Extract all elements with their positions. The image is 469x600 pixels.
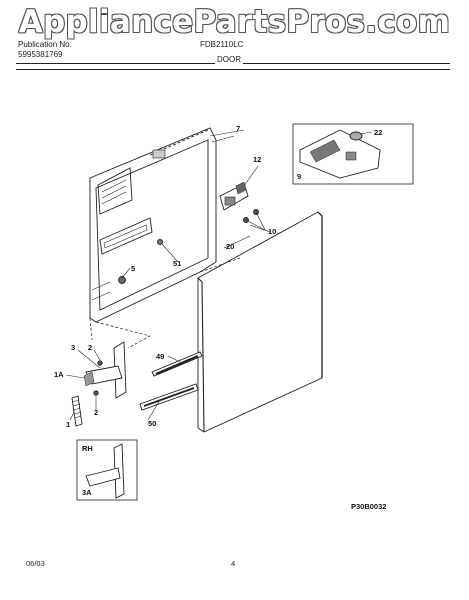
publication-label: Publication No.	[18, 40, 72, 49]
callout-label: 49	[156, 352, 164, 361]
callout-label: 20	[226, 242, 234, 251]
callout-label: 12	[253, 155, 261, 164]
callout-label: 50	[148, 419, 156, 428]
callout-label: 1A	[54, 370, 64, 379]
callout-label: 22	[374, 128, 382, 137]
callout-label: 7	[236, 124, 240, 133]
page-number: 4	[231, 559, 235, 568]
inset-box-dispenser	[292, 123, 414, 185]
callout-label: 3A	[82, 488, 92, 497]
publication-number: 5995381769	[18, 50, 63, 59]
inner-door-panel	[89, 127, 245, 323]
section-title: DOOR	[215, 55, 243, 64]
figure-code: P30B0032	[351, 502, 386, 511]
callout-label: 5	[131, 264, 135, 273]
callout-label: 2	[88, 343, 92, 352]
callout-label: 9	[297, 172, 301, 181]
callout-label: 3	[71, 343, 75, 352]
callout-label: 1	[66, 420, 70, 429]
model-number: FDB2110LC	[200, 40, 244, 49]
seal-strips	[139, 351, 203, 411]
detergent-dispenser	[219, 181, 249, 211]
callout-label: 10	[268, 227, 276, 236]
hinge-assembly	[71, 341, 127, 427]
callout-label: 51	[173, 259, 181, 268]
outer-door-panel	[197, 211, 323, 433]
callout-label: 2	[94, 408, 98, 417]
header-rule-bottom	[16, 69, 450, 70]
screws	[118, 209, 259, 284]
footer-date: 06/03	[26, 559, 45, 568]
callout-label: RH	[82, 444, 93, 453]
inset-box-rh-hinge	[76, 439, 138, 501]
watermark: AppliancePartsPros.com	[18, 4, 451, 40]
